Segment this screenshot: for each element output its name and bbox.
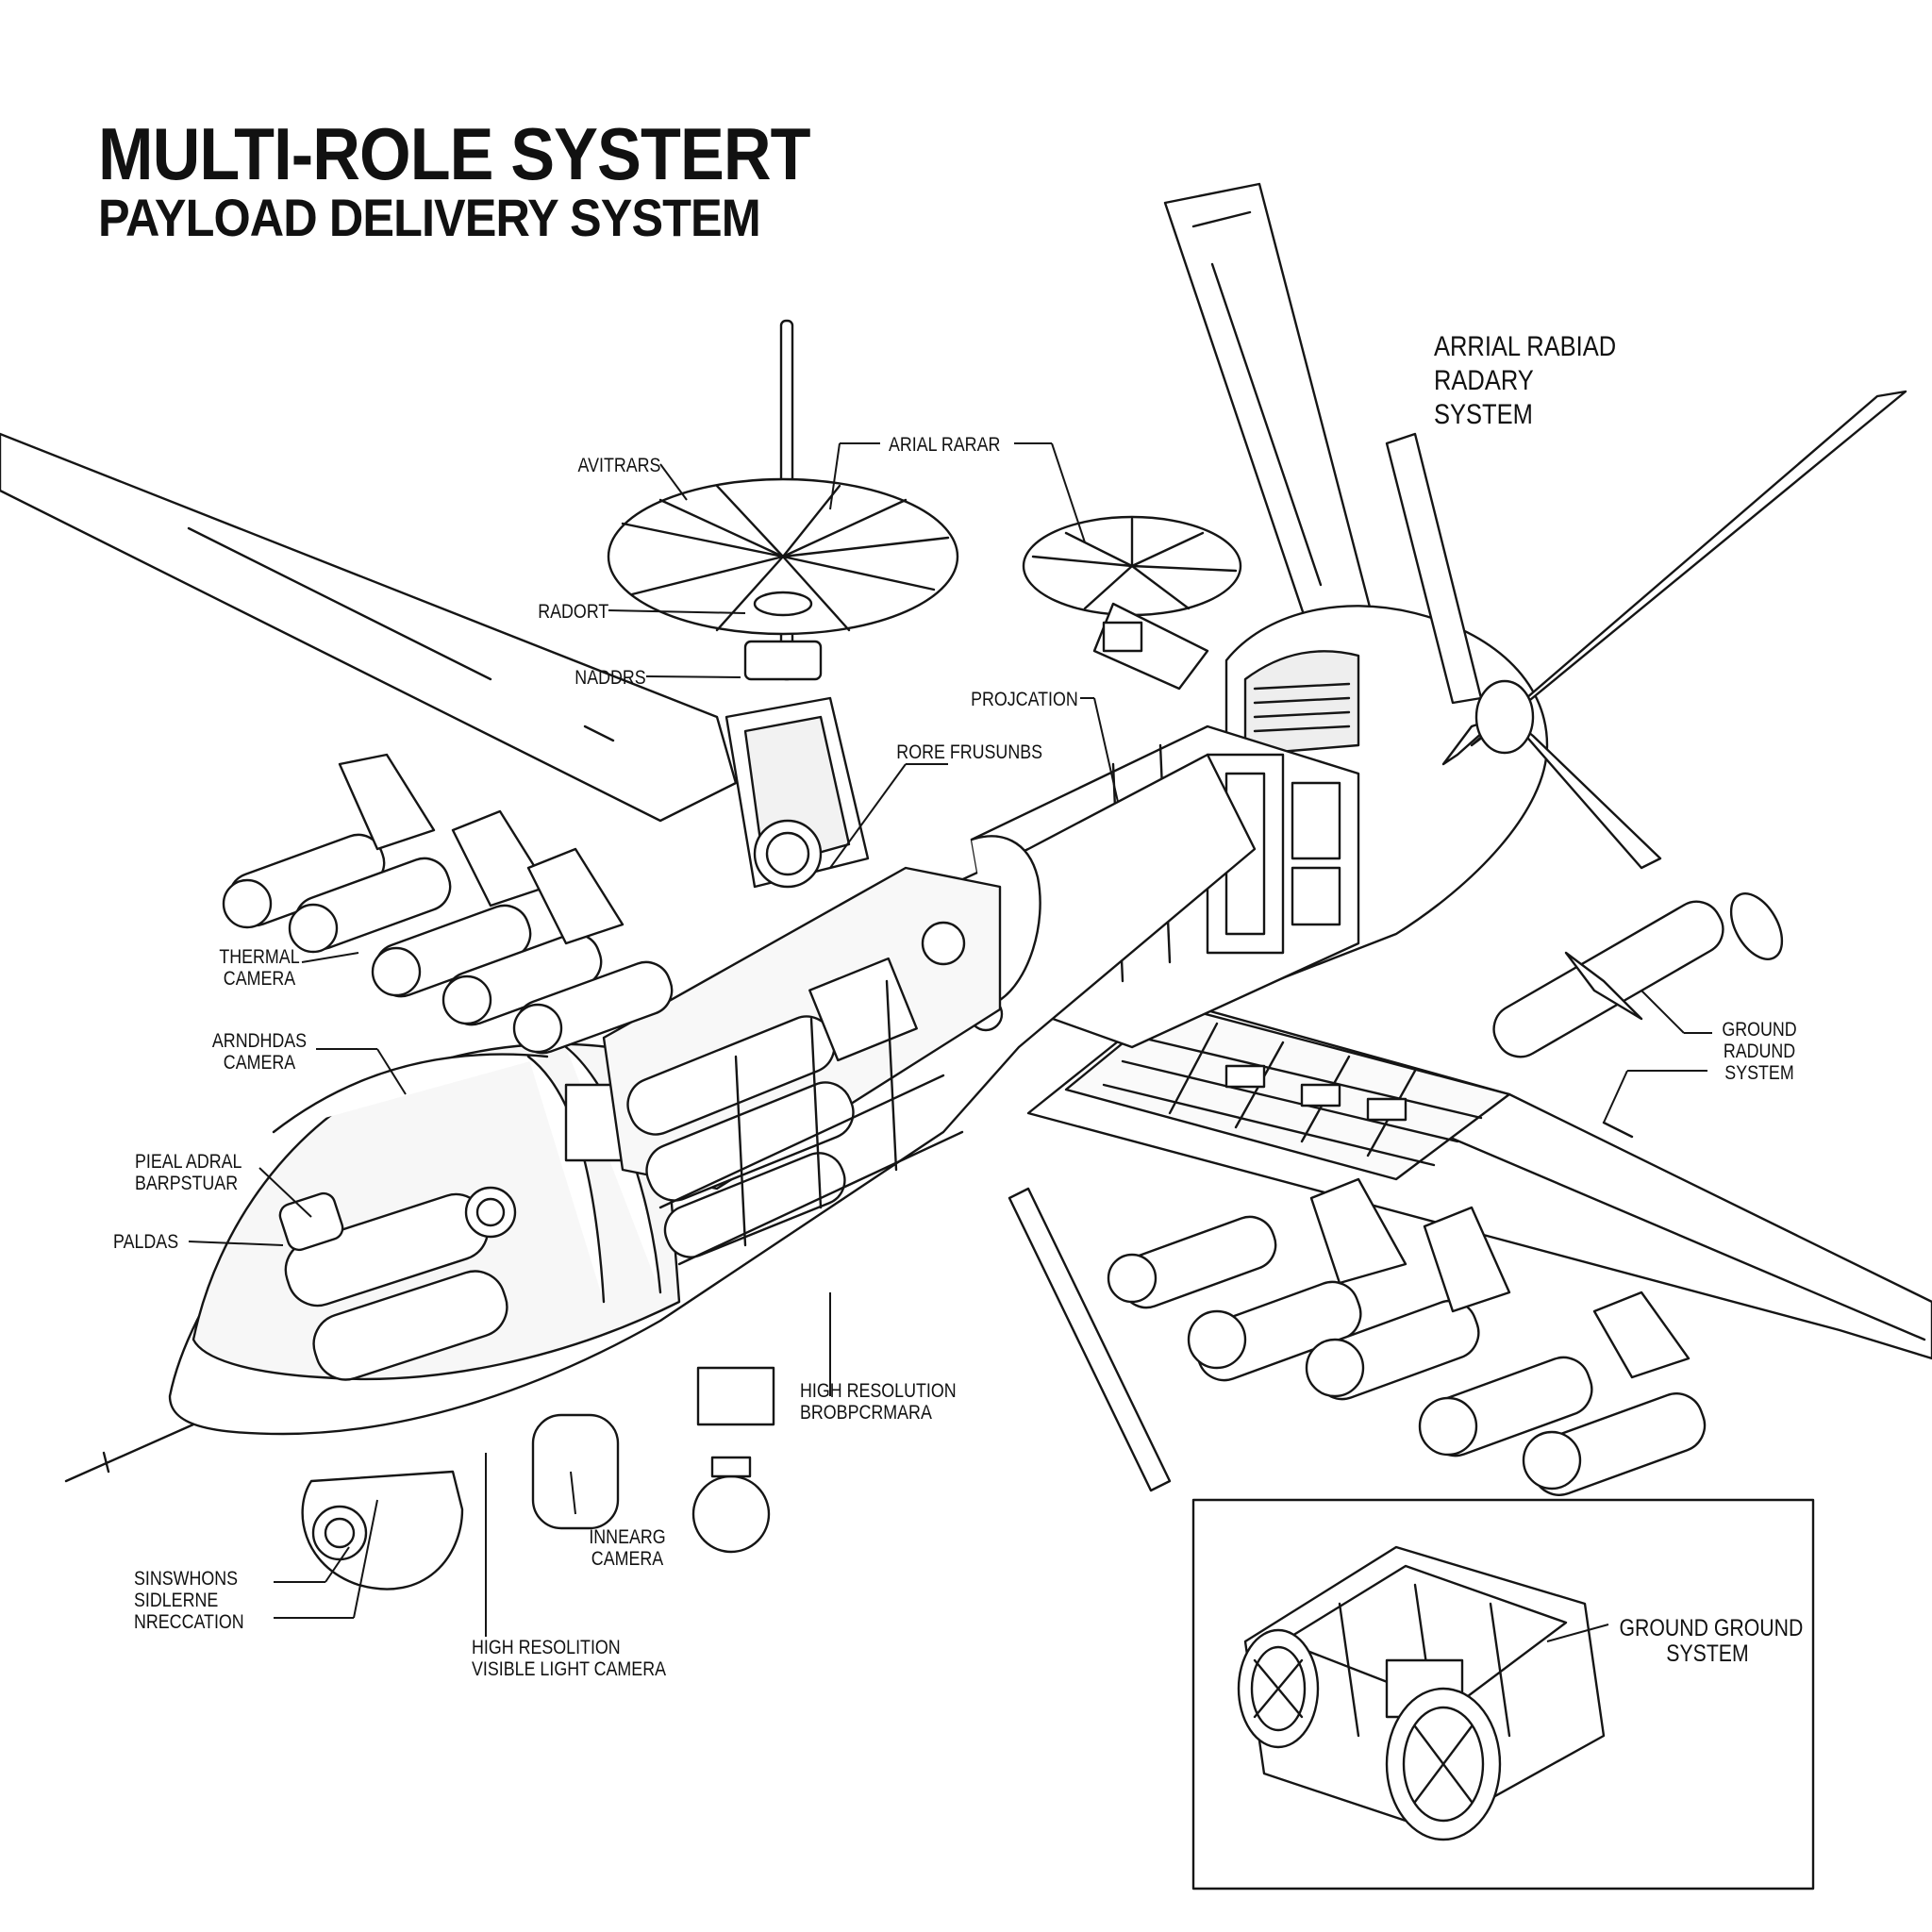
label-radort: RADORT [537, 601, 608, 623]
label-arial-rarar: ARIAL RARAR [889, 434, 1001, 456]
label-naddrs: NADDRS [575, 667, 646, 689]
label-high-resolution-visible: HIGH RESOLITION VISIBLE LIGHT CAMERA [472, 1637, 667, 1680]
label-high-resolution-bropera: HIGH RESOLUTION BROBPCRMARA [800, 1380, 957, 1424]
label-innearg-camera: INNEARG CAMERA [589, 1526, 666, 1570]
leader-lines [189, 443, 1712, 1641]
sensor-ball [303, 1472, 462, 1590]
left-wing-pods [223, 755, 679, 1059]
label-rore-frusunbs: RORE FRUSUNBS [896, 741, 1042, 763]
payload-bay [604, 868, 1000, 1264]
ground-radar-rod [1485, 885, 1792, 1066]
title-line-2: PAYLOAD DELIVERY SYSTEM [98, 188, 761, 247]
label-arrial-rabiad-radary-system: ARRIAL RABIAD RADARY SYSTEM [1434, 331, 1617, 430]
label-ground-radund-system: GROUND RADUND SYSTEM [1722, 1019, 1797, 1084]
label-arndhdas-camera: ARNDHDAS CAMERA [211, 1030, 308, 1074]
under-pod [533, 1368, 774, 1552]
title-line-1: MULTI-ROLE SYSTERT [98, 112, 811, 195]
ground-vehicle-inset [1193, 1500, 1813, 1889]
right-wing-pods [1108, 1179, 1712, 1503]
label-paldas: PALDAS [113, 1231, 179, 1253]
landing-strut [1009, 1189, 1170, 1491]
nose-probe [66, 1424, 193, 1481]
label-projcation: PROJCATION [971, 689, 1078, 710]
radar-dish-right [1024, 517, 1241, 689]
label-ground-ground-system: GROUND GROUND SYSTEM [1619, 1615, 1804, 1667]
radar-dish-left [608, 479, 958, 679]
label-sinswhons: SINSWHONS SIDLERNE NRECCATION [134, 1568, 244, 1633]
label-avitrars: AVITRARS [577, 455, 660, 476]
sensor-mast [726, 321, 868, 887]
label-thermal-camera: THERMAL CAMERA [219, 946, 300, 990]
label-pieal-adral: PIEAL ADRAL BARPSTUAR [135, 1151, 242, 1194]
left-wing [0, 434, 736, 821]
propeller [1387, 391, 1906, 868]
